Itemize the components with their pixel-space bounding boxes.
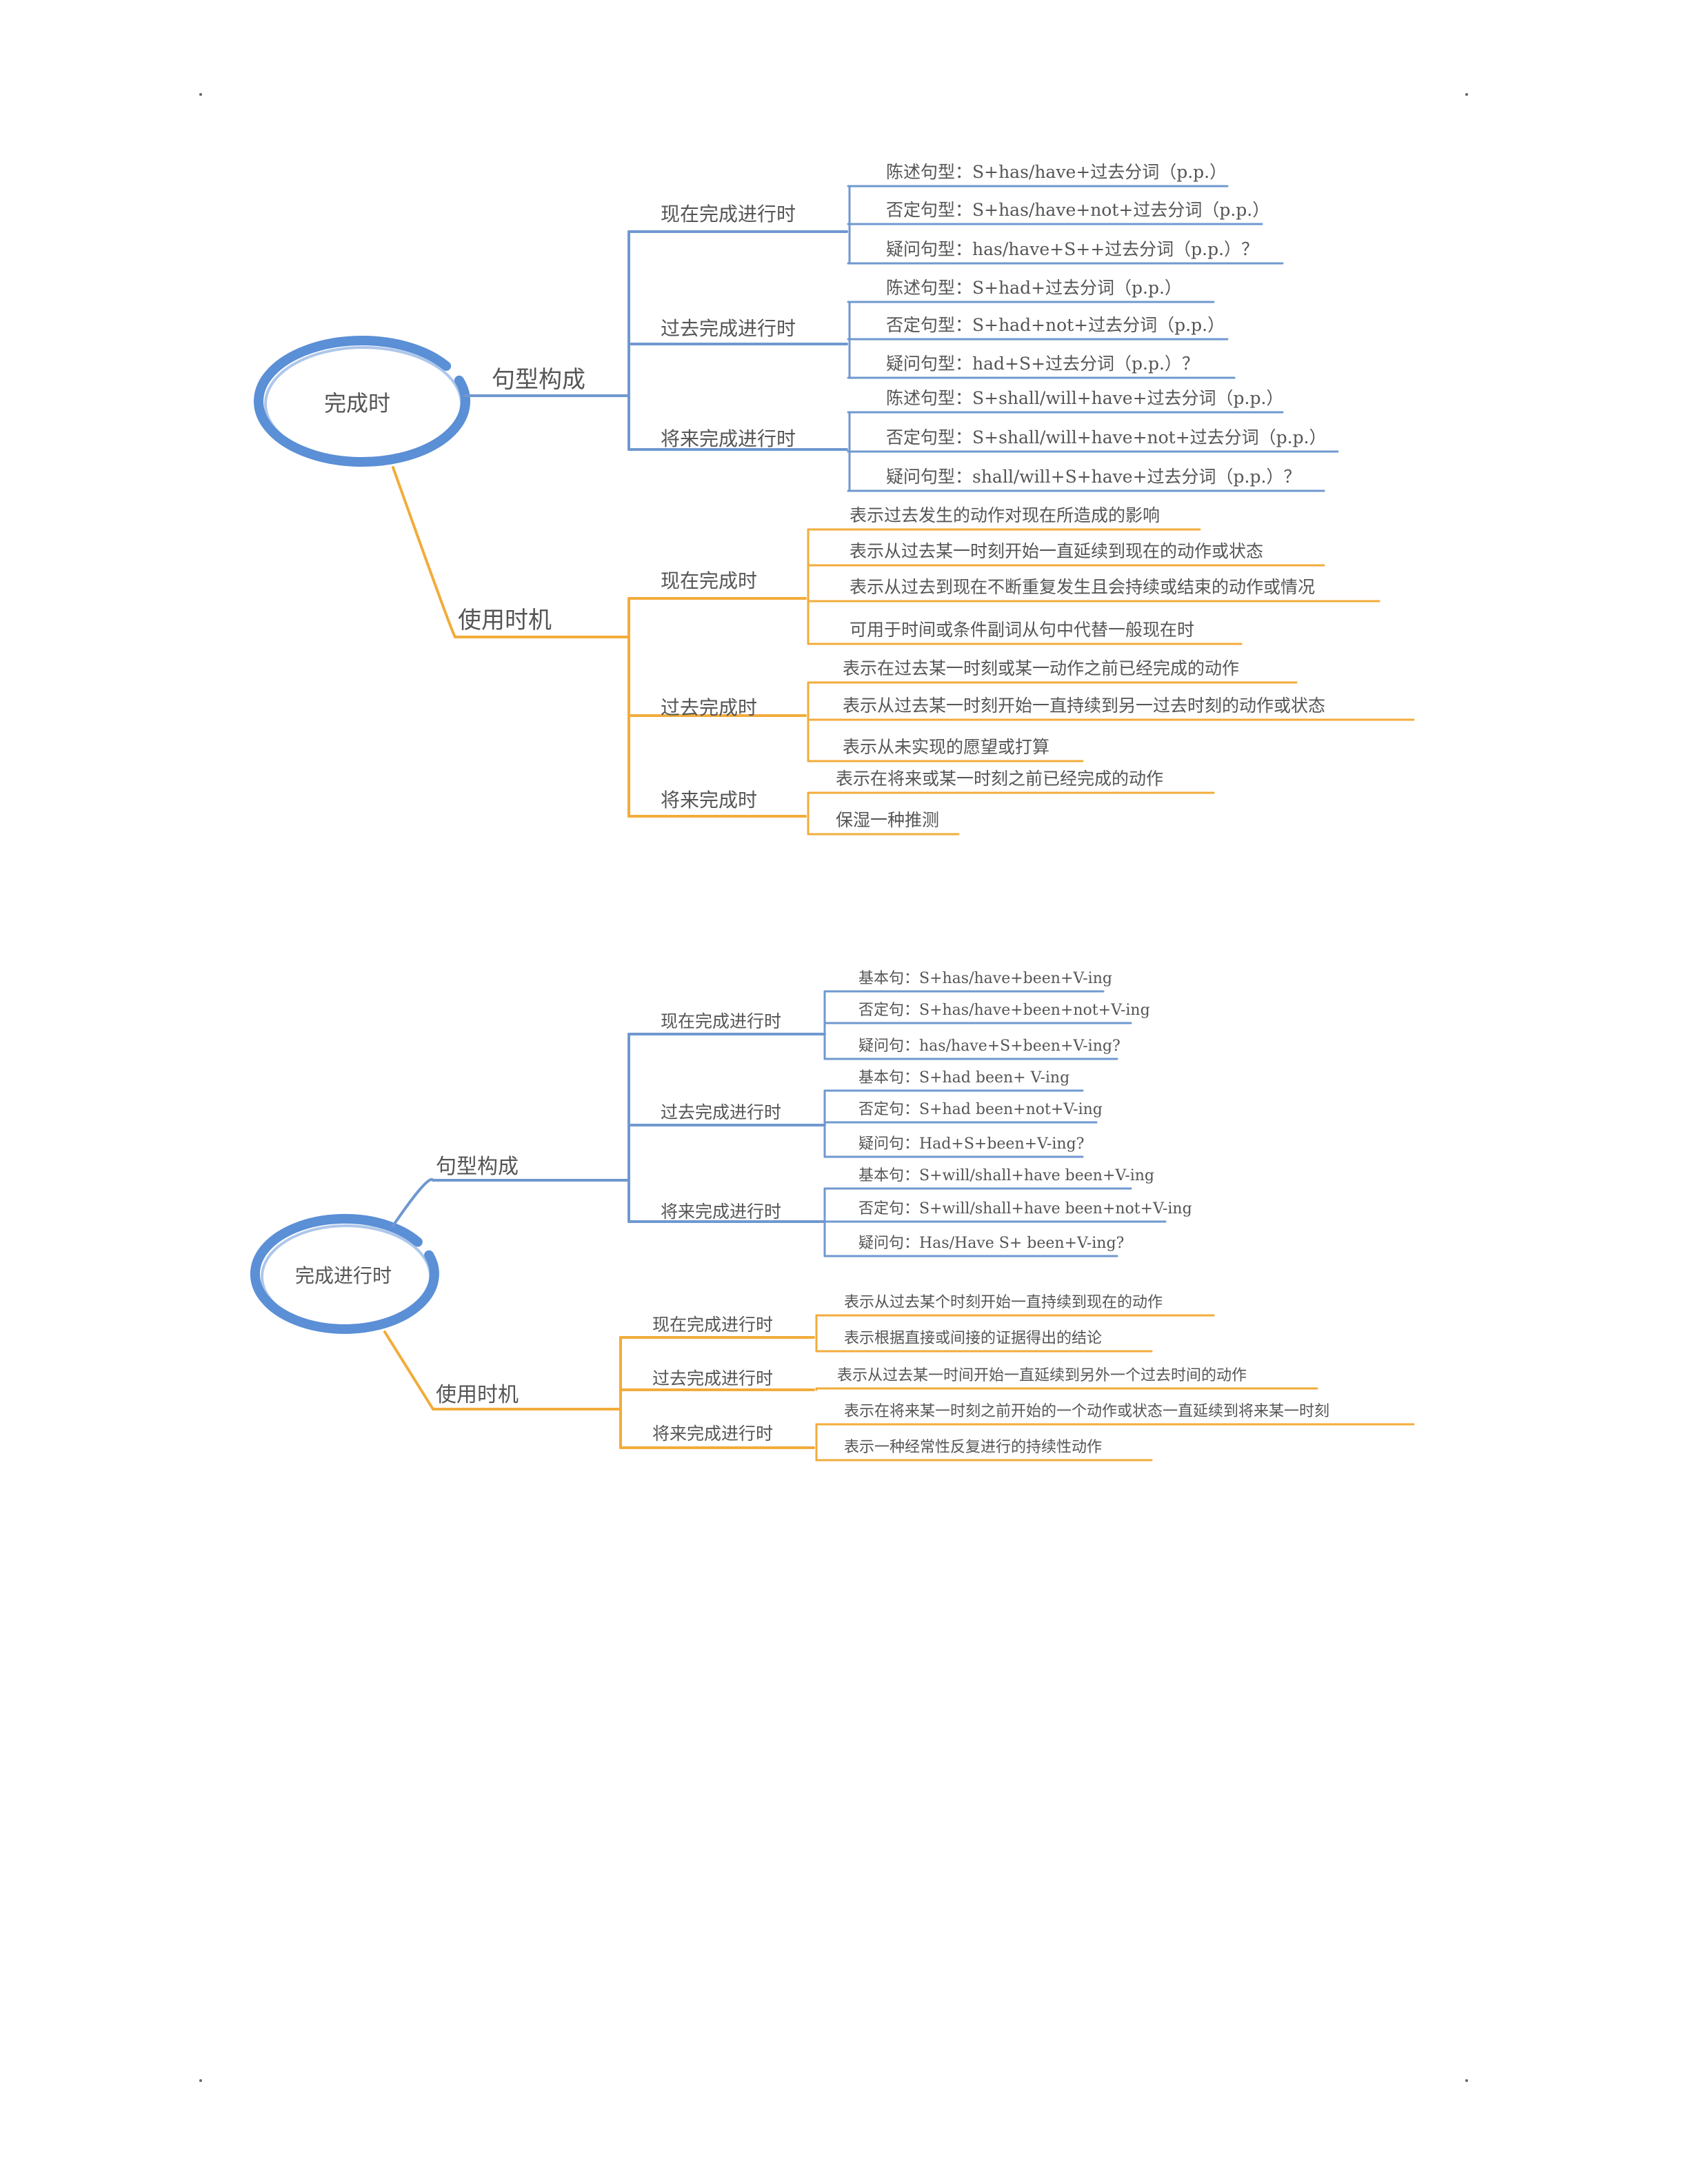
branch-label: 使用时机 bbox=[458, 607, 552, 634]
leaf-label: 疑问句：Had+S+been+V-ing? bbox=[858, 1135, 1084, 1153]
leaf-label: 疑问句：Has/Have S+ been+V-ing? bbox=[858, 1235, 1124, 1252]
leaf-label: 表示过去发生的动作对现在所造成的影响 bbox=[850, 505, 1160, 525]
leaf-label: 疑问句型：shall/will+S+have+过去分词（p.p.）？ bbox=[886, 467, 1300, 487]
leaf-label: 否定句型：S+has/have+not+过去分词（p.p.） bbox=[886, 200, 1269, 220]
leaf-label: 陈述句型：S+has/have+过去分词（p.p.） bbox=[886, 162, 1227, 182]
leaf-label: 表示从过去某一时刻开始一直持续到另一过去时刻的动作或状态 bbox=[843, 696, 1325, 716]
root-node-label: 完成时 bbox=[324, 390, 390, 416]
leaf-label: 表示从过去某一时间开始一直延续到另外一个过去时间的动作 bbox=[837, 1367, 1247, 1384]
leaf-label: 表示在将来或某一时刻之前已经完成的动作 bbox=[836, 769, 1163, 789]
child-label: 过去完成时 bbox=[661, 696, 757, 719]
leaf-label: 疑问句型：had+S+过去分词（p.p.）？ bbox=[886, 354, 1199, 374]
leaf-label: 表示从过去到现在不断重复发生且会持续或结束的动作或情况 bbox=[850, 577, 1315, 597]
root-node-label: 完成进行时 bbox=[295, 1264, 392, 1287]
leaf-label: 表示一种经常性反复进行的持续性动作 bbox=[844, 1439, 1102, 1456]
leaf-label: 疑问句型：has/have+S++过去分词（p.p.）？ bbox=[886, 239, 1258, 259]
child-label: 过去完成进行时 bbox=[661, 1102, 781, 1122]
leaf-label: 保湿一种推测 bbox=[836, 810, 939, 830]
leaf-label: 表示从未实现的愿望或打算 bbox=[843, 737, 1049, 757]
root-ring bbox=[250, 1213, 439, 1334]
root-connector bbox=[392, 1177, 434, 1227]
root-ring-inner bbox=[261, 1224, 432, 1329]
branch-label: 句型构成 bbox=[436, 1155, 519, 1179]
child-label: 过去完成进行时 bbox=[661, 317, 796, 340]
leaf-label: 陈述句型：S+shall/will+have+过去分词（p.p.） bbox=[886, 388, 1283, 408]
corner-mark-top-left bbox=[199, 93, 202, 96]
child-label: 将来完成进行时 bbox=[661, 1202, 781, 1222]
leaf-label: 否定句型：S+had+not+过去分词（p.p.） bbox=[886, 315, 1225, 335]
corner-mark-bottom-right bbox=[1465, 2079, 1468, 2082]
leaf-label: 表示从过去某一时刻开始一直延续到现在的动作或状态 bbox=[850, 541, 1263, 561]
leaf-label: 基本句：S+had been+ V-ing bbox=[858, 1069, 1069, 1086]
branch-label: 句型构成 bbox=[492, 366, 585, 394]
leaf-label: 可用于时间或条件副词从句中代替一般现在时 bbox=[850, 620, 1194, 640]
root-ring bbox=[254, 336, 471, 467]
leaf-label: 基本句：S+has/have+been+V-ing bbox=[858, 970, 1112, 987]
child-label: 将来完成进行时 bbox=[661, 427, 796, 450]
child-label: 将来完成进行时 bbox=[652, 1424, 773, 1444]
leaf-label: 表示根据直接或间接的证据得出的结论 bbox=[844, 1330, 1102, 1347]
root-ring-inner bbox=[264, 346, 463, 462]
root-connector bbox=[392, 466, 456, 638]
branch-label: 使用时机 bbox=[436, 1383, 519, 1407]
child-label: 现在完成进行时 bbox=[661, 1011, 781, 1031]
corner-mark-top-right bbox=[1465, 93, 1468, 96]
leaf-label: 否定句：S+will/shall+have been+not+V-ing bbox=[858, 1200, 1192, 1217]
leaf-label: 陈述句型：S+had+过去分词（p.p.） bbox=[886, 278, 1182, 298]
leaf-label: 表示在将来某一时刻之前开始的一个动作或状态一直延续到将来某一时刻 bbox=[844, 1403, 1329, 1420]
corner-mark-bottom-left bbox=[199, 2079, 202, 2082]
child-label: 将来完成时 bbox=[661, 789, 757, 811]
root-connector bbox=[383, 1331, 434, 1410]
leaf-label: 否定句：S+has/have+been+not+V-ing bbox=[858, 1002, 1150, 1019]
leaf-label: 表示从过去某个时刻开始一直持续到现在的动作 bbox=[844, 1294, 1163, 1311]
child-label: 过去完成进行时 bbox=[652, 1368, 773, 1388]
child-label: 现在完成时 bbox=[661, 569, 757, 592]
leaf-label: 否定句型：S+shall/will+have+not+过去分词（p.p.） bbox=[886, 427, 1327, 447]
child-label: 现在完成进行时 bbox=[661, 203, 796, 225]
leaf-label: 表示在过去某一时刻或某一动作之前已经完成的动作 bbox=[843, 658, 1239, 678]
child-label: 现在完成进行时 bbox=[652, 1315, 773, 1335]
leaf-label: 疑问句：has/have+S+been+V-ing? bbox=[858, 1038, 1121, 1055]
leaf-label: 基本句：S+will/shall+have been+V-ing bbox=[858, 1167, 1154, 1184]
leaf-label: 否定句：S+had been+not+V-ing bbox=[858, 1101, 1103, 1118]
